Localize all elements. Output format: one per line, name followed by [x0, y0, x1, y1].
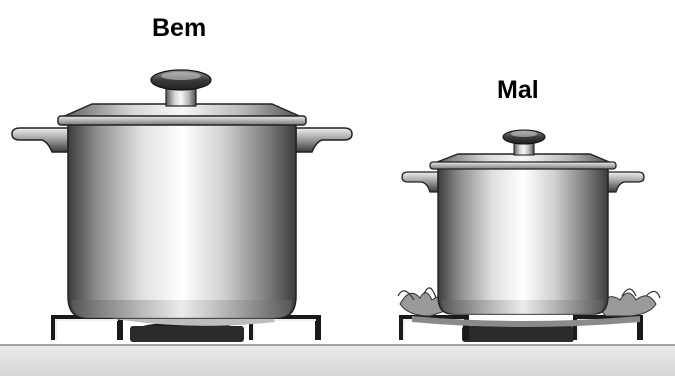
pot-bad-left-handle — [402, 172, 438, 192]
pot-good-left-handle — [12, 128, 68, 152]
pot-good-right-handle — [296, 128, 352, 152]
pot-good — [12, 70, 352, 326]
pot-bad-right-handle — [608, 172, 644, 192]
pot-bad — [402, 130, 644, 314]
stove-top — [0, 345, 675, 376]
